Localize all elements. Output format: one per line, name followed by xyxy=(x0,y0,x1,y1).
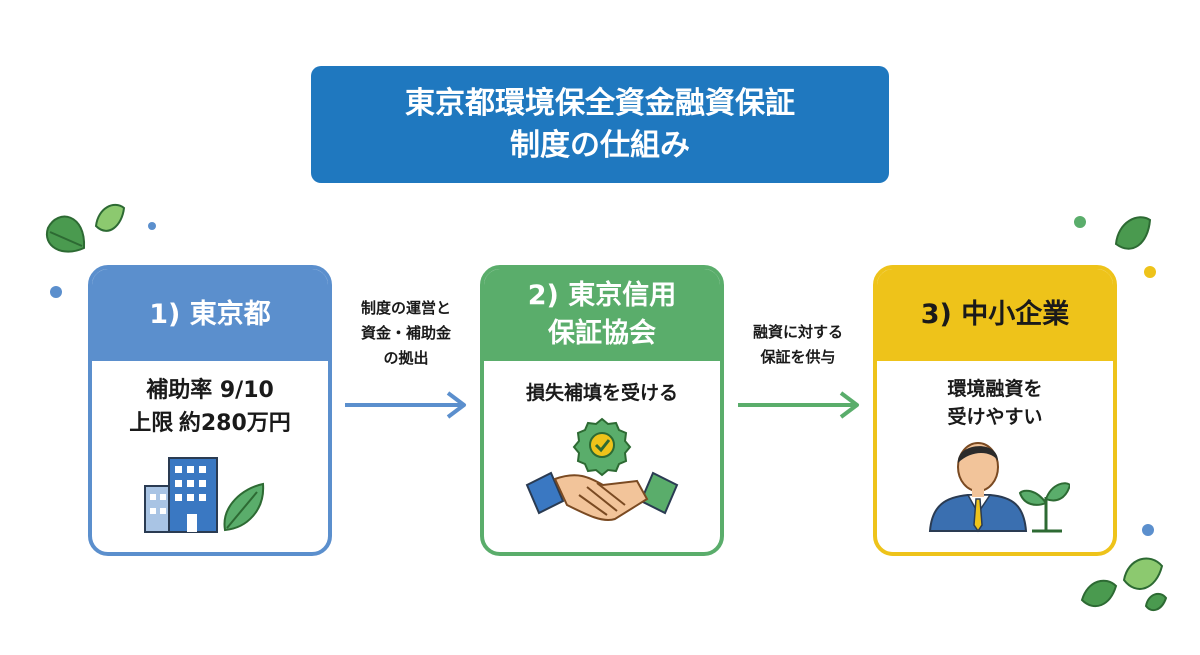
limit-amount: 約280万円 xyxy=(178,411,291,436)
leaf-icon xyxy=(1122,557,1164,590)
dot-icon xyxy=(50,286,62,298)
arrow-1-label-line-3: の拠出 xyxy=(383,349,429,367)
title-line-2: 制度の仕組み xyxy=(510,127,690,163)
card-association-heading-line-2: 保証協会 xyxy=(548,318,656,349)
title-banner: 東京都環境保全資金融資保証 制度の仕組み xyxy=(311,66,889,183)
subsidy-rate-text: 補助率 9/10 xyxy=(146,378,274,403)
card-tokyo-body: 補助率 9/10 上限 約280万円 xyxy=(92,361,328,542)
limit-label: 上限 xyxy=(129,411,174,436)
card-guarantee-association: 2) 東京信用 保証協会 損失補填を受ける xyxy=(480,265,724,556)
arrow-1-label-line-2: 資金・補助金 xyxy=(360,324,451,342)
arrow-2-label-line-1: 融資に対する xyxy=(752,323,843,341)
dot-icon xyxy=(148,222,156,230)
leaf-icon xyxy=(1144,592,1168,612)
title-line-1: 東京都環境保全資金融資保証 xyxy=(405,85,795,121)
card-association-header: 2) 東京信用 保証協会 xyxy=(484,269,720,361)
card-association-body: 損失補填を受ける xyxy=(484,361,720,529)
card-sme-heading: 3) 中小企業 xyxy=(920,299,1070,330)
card-sme-header: 3) 中小企業 xyxy=(877,269,1113,361)
card-sme: 3) 中小企業 環境融資を 受けやすい xyxy=(873,265,1117,556)
businessperson-with-sprout-icon xyxy=(928,442,1072,533)
leaf-icon xyxy=(45,215,86,253)
card-tokyo-heading: 1) 東京都 xyxy=(149,299,271,330)
arrow-1-label: 制度の運営と 資金・補助金 の拠出 xyxy=(336,296,476,371)
leaf-icon xyxy=(94,203,126,232)
arrow-2-label: 融資に対する 保証を供与 xyxy=(728,320,868,370)
loss-compensation-text: 損失補填を受ける xyxy=(525,382,678,404)
card-association-heading-line-1: 2) 東京信用 xyxy=(527,280,677,311)
handshake-with-check-badge-icon xyxy=(525,417,679,521)
benefit-text-line-1: 環境融資を xyxy=(947,378,1043,400)
leaf-icon xyxy=(1114,216,1152,250)
dot-icon xyxy=(1144,266,1156,278)
arrow-1-label-line-1: 制度の運営と xyxy=(360,299,451,317)
dot-icon xyxy=(1074,216,1086,228)
benefit-text-line-2: 受けやすい xyxy=(947,406,1043,428)
arrow-2-label-line-2: 保証を供与 xyxy=(760,348,836,366)
leaf-icon xyxy=(1080,579,1118,608)
card-tokyo: 1) 東京都 補助率 9/10 上限 約280万円 xyxy=(88,265,332,556)
card-tokyo-header: 1) 東京都 xyxy=(92,269,328,361)
office-building-with-leaf-icon xyxy=(144,457,265,533)
card-sme-body: 環境融資を 受けやすい xyxy=(877,361,1113,537)
dot-icon xyxy=(1142,524,1154,536)
